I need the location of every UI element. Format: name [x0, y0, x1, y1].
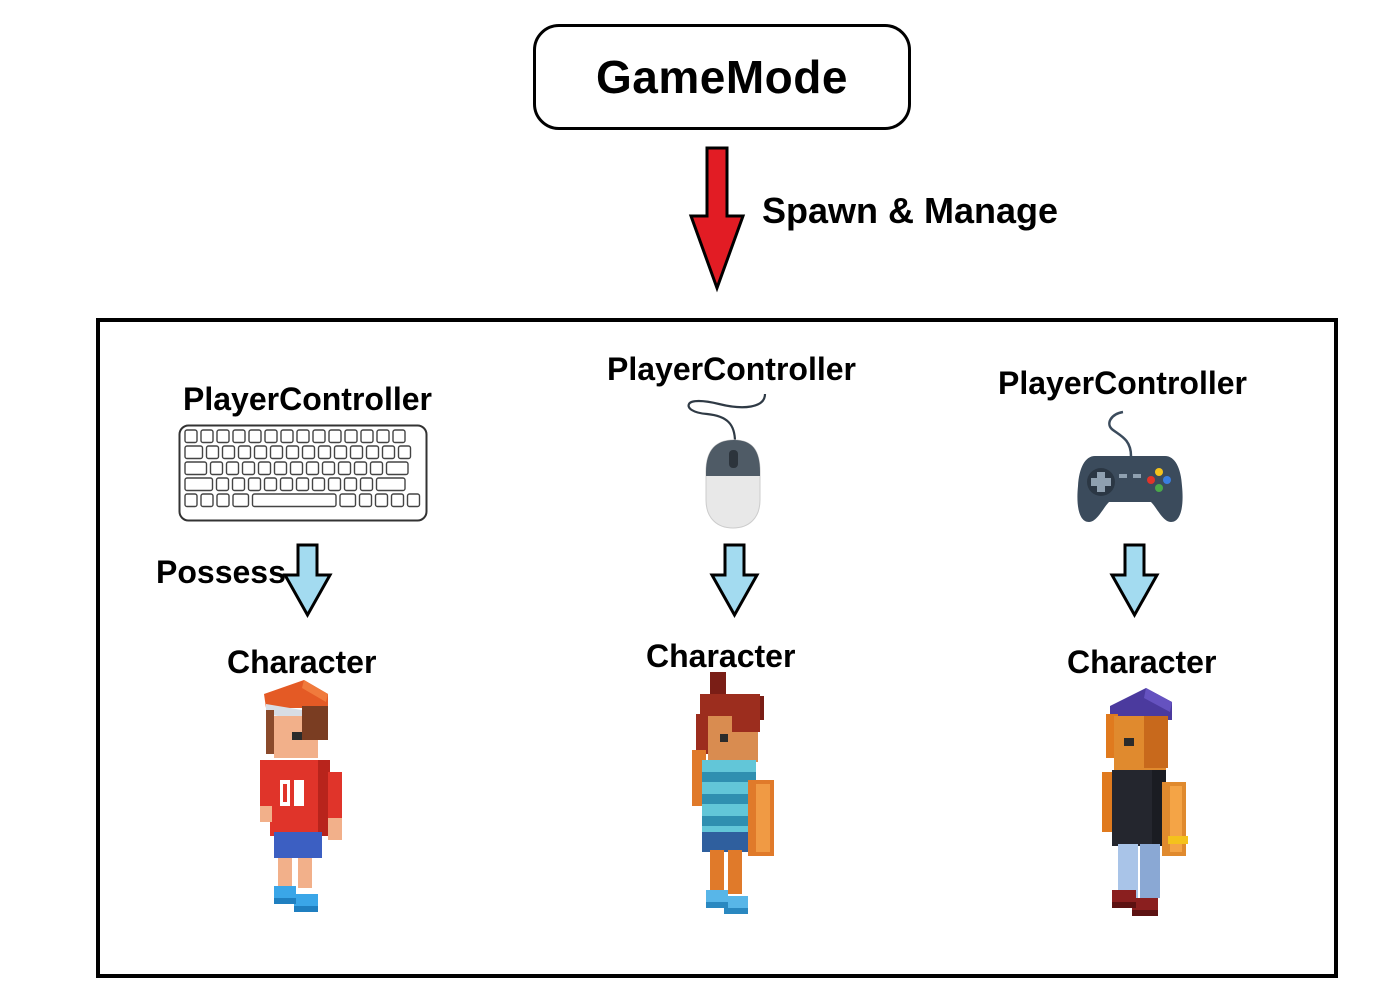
character-label-1: Character: [227, 644, 377, 680]
gamemode-node: GameMode: [533, 24, 911, 130]
keyboard-icon: [178, 424, 428, 522]
character-dark-vest-image: [1102, 688, 1188, 916]
character-red-shirt-image: [260, 680, 342, 912]
possess-label: Possess: [156, 554, 286, 590]
possess-arrow-3: [1109, 543, 1160, 619]
mouse-icon: [687, 393, 767, 529]
possess-arrow-1: [282, 543, 333, 619]
possess-arrow-2: [709, 543, 760, 619]
character-label-3: Character: [1067, 644, 1217, 680]
character-striped-shirt-image: [692, 672, 774, 914]
gamemode-label: GameMode: [596, 51, 848, 103]
controller-label-1: PlayerController: [183, 381, 432, 417]
spawn-manage-label: Spawn & Manage: [762, 190, 1059, 231]
spawn-arrow: [688, 146, 746, 293]
controller-label-3: PlayerController: [998, 365, 1247, 401]
character-label-2: Character: [646, 638, 796, 674]
gamepad-icon: [1077, 410, 1183, 522]
controller-label-2: PlayerController: [607, 351, 856, 387]
